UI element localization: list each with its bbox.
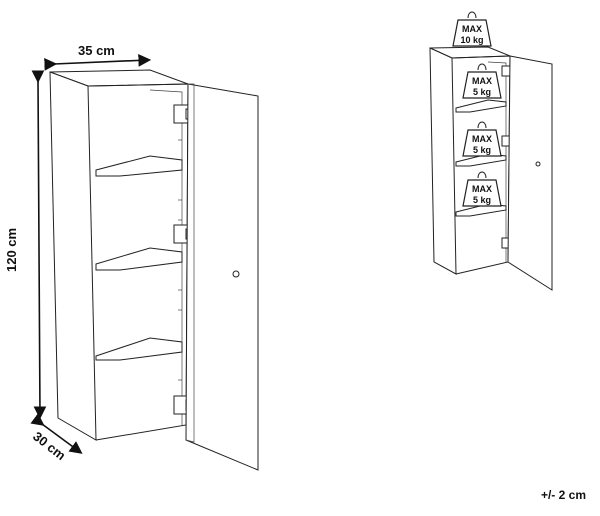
svg-text:10 kg: 10 kg — [460, 35, 483, 45]
shelf-3 — [95, 337, 183, 361]
weight-shelf2-icon: MAX 5 kg — [462, 121, 502, 157]
open-door — [185, 83, 259, 471]
weight-shelf1-icon: MAX 5 kg — [462, 63, 502, 99]
svg-text:5 kg: 5 kg — [473, 145, 491, 155]
height-dimension: 120 cm — [4, 70, 47, 420]
svg-text:MAX: MAX — [462, 24, 482, 34]
svg-text:MAX: MAX — [472, 76, 492, 86]
shelf-2 — [95, 247, 183, 271]
width-dimension: 35 cm — [44, 43, 152, 71]
main-cabinet — [49, 69, 259, 471]
svg-text:MAX: MAX — [472, 134, 492, 144]
tolerance-label: +/- 2 cm — [540, 488, 586, 502]
weight-top-icon: MAX 10 kg — [452, 11, 492, 47]
svg-text:5 kg: 5 kg — [473, 195, 491, 205]
height-label: 120 cm — [4, 228, 19, 272]
depth-label: 30 cm — [30, 429, 68, 464]
door-knob-icon — [232, 270, 240, 278]
weight-shelf3-icon: MAX 5 kg — [462, 171, 502, 207]
shelf-1 — [95, 155, 183, 177]
width-label: 35 cm — [78, 43, 115, 58]
svg-text:5 kg: 5 kg — [473, 87, 491, 97]
load-cabinet — [429, 46, 553, 291]
svg-text:MAX: MAX — [472, 184, 492, 194]
depth-dimension: 30 cm — [30, 413, 83, 464]
